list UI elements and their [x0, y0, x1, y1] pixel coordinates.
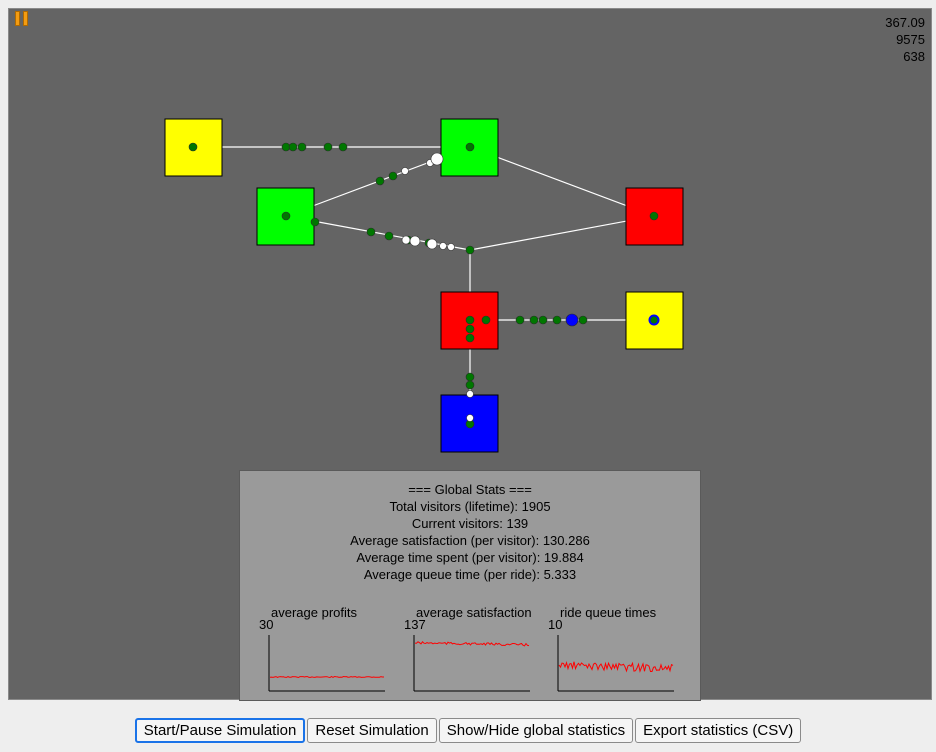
visitor	[188, 142, 198, 152]
visitor	[465, 324, 475, 334]
start-pause-button[interactable]: Start/Pause Simulation	[134, 718, 306, 743]
ride-green[interactable]	[440, 118, 499, 177]
visitor	[388, 171, 398, 181]
visitor	[538, 315, 548, 325]
visitor	[465, 315, 475, 325]
control-buttons: Start/Pause Simulation Reset Simulation …	[0, 718, 936, 743]
reset-button[interactable]: Reset Simulation	[307, 718, 437, 743]
park-map	[164, 118, 684, 453]
stat-avg-queue-time: Average queue time (per ride): 5.333	[363, 567, 577, 582]
visitor	[401, 235, 411, 245]
chart-plot	[413, 635, 530, 692]
simulation-canvas[interactable]: 367.09 9575 638	[8, 8, 932, 701]
stats-text: === Global Stats === Total visitors (lif…	[240, 481, 700, 583]
export-csv-button[interactable]: Export statistics (CSV)	[635, 718, 802, 743]
visitor	[297, 142, 307, 152]
visitor	[439, 242, 447, 250]
visitor	[466, 390, 474, 398]
visitor	[578, 315, 588, 325]
visitor	[384, 231, 394, 241]
visitor	[465, 333, 475, 343]
visitor	[481, 315, 491, 325]
visitor	[375, 176, 385, 186]
toggle-stats-button[interactable]: Show/Hide global statistics	[438, 718, 634, 743]
path	[469, 146, 655, 217]
visitor	[648, 314, 660, 326]
visitors-white	[401, 152, 474, 422]
chart-average-profits: average profits 30	[259, 605, 389, 693]
money-counter: 9575	[896, 32, 925, 47]
visitor	[281, 211, 291, 221]
visitors	[188, 142, 660, 429]
path	[469, 215, 655, 251]
chart-ride-queue-times: ride queue times 10	[548, 605, 678, 693]
visitor	[552, 315, 562, 325]
visitor	[447, 243, 455, 251]
chart-plot	[268, 635, 385, 692]
stats-heading: === Global Stats ===	[408, 482, 532, 497]
stat-avg-time-spent: Average time spent (per visitor): 19.884	[356, 550, 584, 565]
visitor	[529, 315, 539, 325]
pause-icon[interactable]	[15, 11, 31, 27]
global-stats-panel: === Global Stats === Total visitors (lif…	[239, 470, 701, 701]
visitor	[466, 414, 474, 422]
visitor	[366, 227, 376, 237]
chart-max-label: 30	[259, 617, 274, 632]
visitor	[649, 211, 659, 221]
visitor-counter: 638	[903, 49, 925, 64]
chart-max-label: 137	[404, 617, 426, 632]
visitor	[338, 142, 348, 152]
time-counter: 367.09	[885, 15, 925, 30]
stat-total-visitors: Total visitors (lifetime): 1905	[389, 499, 551, 514]
chart-average-satisfaction: average satisfaction 137	[404, 605, 534, 693]
visitor-highlighted	[565, 313, 579, 327]
visitor	[323, 142, 333, 152]
counters: 367.09 9575 638	[885, 14, 925, 65]
visitor	[465, 142, 475, 152]
chart-title: ride queue times	[560, 605, 657, 620]
visitor	[465, 372, 475, 382]
visitor	[310, 217, 320, 227]
visitor	[465, 245, 475, 255]
visitor	[288, 142, 298, 152]
chart-max-label: 10	[548, 617, 563, 632]
visitor	[465, 380, 475, 390]
visitor	[426, 238, 438, 250]
visitor	[401, 167, 409, 175]
chart-title: average satisfaction	[416, 605, 532, 620]
chart-line	[414, 641, 530, 647]
stat-avg-satisfaction: Average satisfaction (per visitor): 130.…	[350, 533, 590, 548]
chart-line	[558, 660, 674, 673]
visitor	[409, 235, 421, 247]
chart-title: average profits	[271, 605, 357, 620]
chart-plot	[557, 635, 674, 692]
visitor	[515, 315, 525, 325]
stat-current-visitors: Current visitors: 139	[411, 516, 529, 531]
visitor	[430, 152, 444, 166]
chart-line	[269, 675, 384, 679]
